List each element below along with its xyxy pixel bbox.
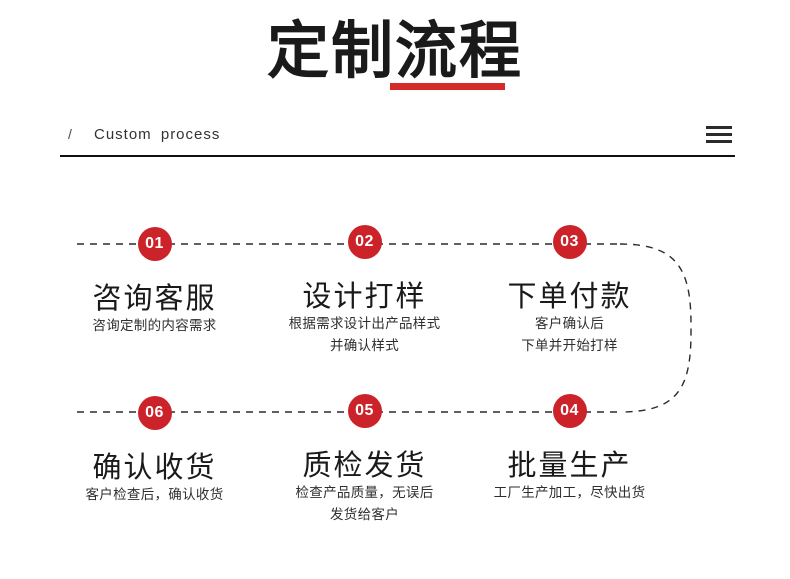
hamburger-menu-icon[interactable] — [706, 126, 732, 144]
subtitle-row: / Custom process — [60, 124, 735, 156]
step-title: 咨询客服 — [92, 283, 217, 315]
title-underline-accent — [390, 83, 505, 90]
step-number-badge: 02 — [347, 225, 382, 259]
subtitle-text: Custom process — [94, 126, 221, 143]
step-description: 咨询定制的内容需求 — [92, 318, 217, 333]
step-number-badge: 01 — [137, 227, 172, 261]
connector-curve-right — [619, 243, 692, 413]
step-title: 批量生产 — [507, 450, 632, 482]
step-title: 质检发货 — [302, 450, 427, 482]
header-divider — [60, 155, 735, 157]
step-number-badge: 04 — [552, 394, 587, 428]
step-number-badge: 05 — [347, 394, 382, 428]
hamburger-bar-2 — [706, 133, 732, 136]
subtitle-slash: / — [68, 126, 72, 142]
page-title: 定制流程 — [266, 17, 523, 86]
step-title: 设计打样 — [302, 281, 427, 313]
hamburger-bar-1 — [706, 126, 732, 129]
step-title: 确认收货 — [92, 452, 217, 484]
step-number-badge: 03 — [552, 225, 587, 259]
step-description: 客户确认后下单并开始打样 — [521, 316, 618, 353]
step-number-badge: 06 — [137, 396, 172, 430]
process-flow: 01 咨询客服 咨询定制的内容需求 02 设计打样 根据需求设计出产品样式并确认… — [0, 160, 790, 579]
page-header: 定制流程 / Custom process — [0, 0, 790, 160]
step-title: 下单付款 — [507, 281, 632, 313]
step-description: 根据需求设计出产品样式并确认样式 — [288, 316, 441, 353]
hamburger-bar-3 — [706, 140, 732, 143]
step-description: 工厂生产加工，尽快出货 — [493, 485, 646, 500]
step-description: 检查产品质量，无误后发货给客户 — [295, 485, 434, 522]
flow-connector-lines — [77, 243, 692, 413]
step-description: 客户检查后，确认收货 — [85, 487, 224, 502]
